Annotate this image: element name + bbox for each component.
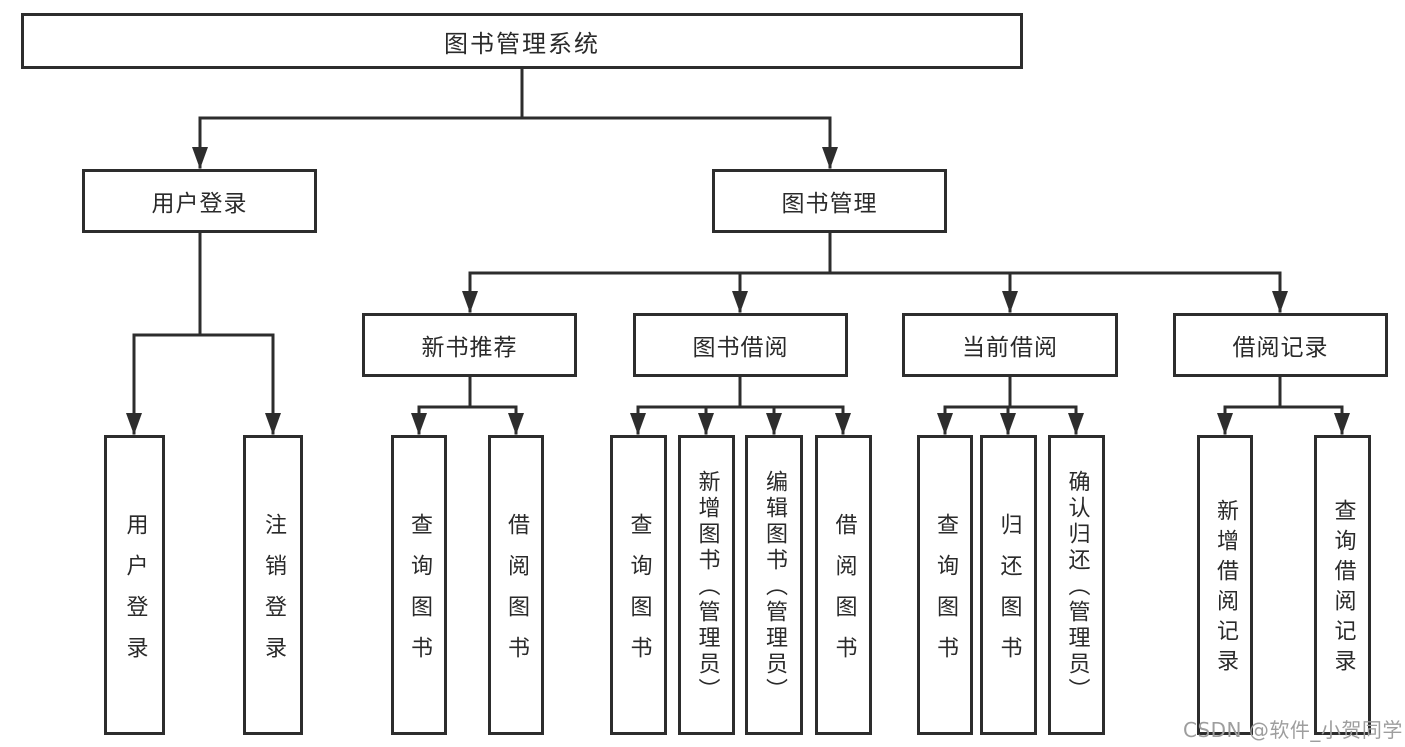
node-book-management-label: 图书管理 <box>781 191 878 217</box>
leaf-add-books-admin: 新增图书（管理员） <box>678 435 735 735</box>
leaf-query-books-current-label: 查询图书 <box>933 512 958 677</box>
leaf-edit-books-admin: 编辑图书（管理员） <box>745 435 803 735</box>
leaf-borrow-books-recommend: 借阅图书 <box>488 435 544 735</box>
leaf-query-borrow-record: 查询借阅记录 <box>1314 435 1371 735</box>
leaf-logout: 注销登录 <box>243 435 303 735</box>
leaf-confirm-return-admin-label: 确认归还（管理员） <box>1064 470 1090 704</box>
leaf-user-login: 用户登录 <box>104 435 165 735</box>
leaf-return-books-label: 归还图书 <box>996 512 1022 677</box>
node-library-management-system: 图书管理系统 <box>21 13 1023 69</box>
leaf-query-books-borrow: 查询图书 <box>610 435 667 735</box>
node-book-management: 图书管理 <box>712 169 947 233</box>
node-borrow-records-label: 借阅记录 <box>1232 335 1329 361</box>
leaf-edit-books-admin-label: 编辑图书（管理员） <box>762 470 787 704</box>
node-new-book-recommend: 新书推荐 <box>362 313 577 377</box>
leaf-add-borrow-record-label: 新增借阅记录 <box>1213 499 1238 679</box>
leaf-logout-label: 注销登录 <box>261 512 286 677</box>
leaf-borrow-books: 借阅图书 <box>815 435 872 735</box>
node-current-borrow-label: 当前借阅 <box>962 335 1058 361</box>
node-book-borrow: 图书借阅 <box>633 313 848 377</box>
leaf-add-borrow-record: 新增借阅记录 <box>1197 435 1253 735</box>
leaf-add-books-admin-label: 新增图书（管理员） <box>694 470 720 704</box>
node-borrow-records: 借阅记录 <box>1173 313 1388 377</box>
leaf-return-books: 归还图书 <box>980 435 1037 735</box>
leaf-borrow-books-label: 借阅图书 <box>831 512 857 677</box>
leaf-query-books-recommend: 查询图书 <box>391 435 447 735</box>
leaf-user-login-label: 用户登录 <box>122 512 148 677</box>
leaf-query-books-current: 查询图书 <box>917 435 973 735</box>
leaf-query-borrow-record-label: 查询借阅记录 <box>1330 499 1356 679</box>
leaf-borrow-books-recommend-label: 借阅图书 <box>504 512 529 677</box>
node-user-login: 用户登录 <box>82 169 317 233</box>
watermark: CSDN @软件_小贺同学 <box>1183 718 1403 742</box>
leaf-query-books-borrow-label: 查询图书 <box>626 512 652 677</box>
leaf-query-books-recommend-label: 查询图书 <box>407 512 432 677</box>
leaf-confirm-return-admin: 确认归还（管理员） <box>1048 435 1105 735</box>
node-user-login-label: 用户登录 <box>151 191 248 217</box>
node-library-management-system-label: 图书管理系统 <box>444 29 600 58</box>
node-book-borrow-label: 图书借阅 <box>692 335 789 361</box>
node-current-borrow: 当前借阅 <box>902 313 1118 377</box>
node-new-book-recommend-label: 新书推荐 <box>421 335 518 361</box>
